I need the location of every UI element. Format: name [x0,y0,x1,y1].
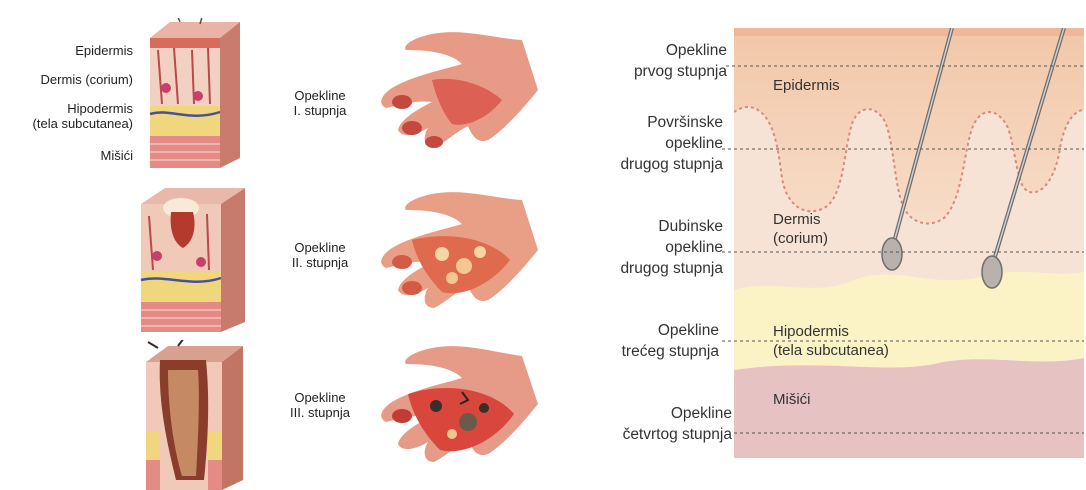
degree-label-superficial-second: Površinske opekline drugog stupnja [620,112,723,175]
degree-label-deep-second: Dubinske opekline drugog stupnja [620,216,723,279]
degree-line-2: opekline [620,133,723,154]
degree-line-3: drugog stupnja [620,258,723,279]
degree-line-1: Opekline [623,403,732,424]
layer-hypodermis: Hipodermis (tela subcutanea) [773,322,889,360]
layer-hypodermis-latin: (tela subcutanea) [773,341,889,360]
layer-dermis-name: Dermis [773,210,828,229]
degree-line-1: Površinske [620,112,723,133]
degree-line-2: opekline [620,237,723,258]
layer-dermis-latin: (corium) [773,229,828,248]
degree-line-2: četvrtog stupnja [623,424,732,445]
degree-line-1: Opekline [622,320,719,341]
degree-line-2: trećeg stupnja [622,341,719,362]
degree-line-3: drugog stupnja [620,154,723,175]
degree-line-1: Opekline [634,40,727,61]
layer-muscle: Mišići [773,390,811,409]
layer-hypodermis-name: Hipodermis [773,322,889,341]
degree-line-2: prvog stupnja [634,61,727,82]
layer-dermis: Dermis (corium) [773,210,828,248]
degree-label-fourth: Opekline četvrtog stupnja [623,403,732,445]
degree-label-first: Opekline prvog stupnja [634,40,727,82]
degree-line-1: Dubinske [620,216,723,237]
layer-epidermis: Epidermis [773,76,840,95]
degree-label-third: Opekline trećeg stupnja [622,320,719,362]
